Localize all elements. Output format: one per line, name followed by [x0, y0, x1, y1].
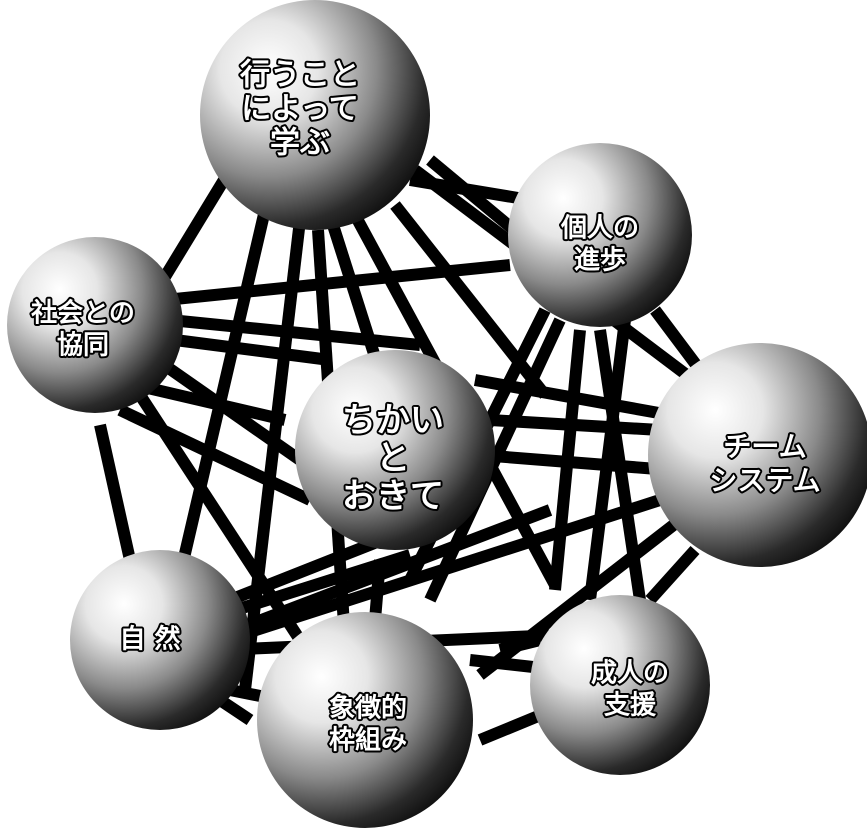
- node-label: システム: [709, 464, 820, 497]
- sphere: [295, 350, 495, 550]
- node-label: 成人の: [591, 659, 669, 689]
- node-label: によって: [241, 92, 359, 127]
- sphere: [70, 550, 250, 730]
- node-label: 社会との: [31, 298, 135, 329]
- sphere: [508, 143, 692, 327]
- sphere: [648, 343, 867, 567]
- sphere: [7, 237, 183, 413]
- node-nature: 自 然: [70, 550, 250, 730]
- connector-line: [645, 545, 700, 605]
- node-label: 自 然: [119, 624, 180, 655]
- connector-line: [94, 423, 136, 562]
- connector-line: [232, 504, 553, 636]
- sphere: [530, 595, 710, 775]
- connector-line: [223, 494, 662, 646]
- node-label: 象徴的: [329, 693, 407, 724]
- connector-line: [650, 306, 705, 374]
- node-label: ちかい: [342, 401, 444, 441]
- connector-line: [498, 634, 542, 656]
- sphere: [257, 612, 473, 828]
- node-label: 行うこと: [239, 58, 360, 93]
- node-label: 個人の: [560, 214, 639, 244]
- node-label: 支援: [604, 691, 657, 721]
- connector-line: [164, 259, 511, 306]
- connector-line: [426, 155, 524, 240]
- node-label: チーム: [723, 430, 806, 463]
- connector-line: [169, 314, 421, 351]
- connector-line: [473, 374, 672, 421]
- node-label: 枠組み: [329, 725, 407, 756]
- node-label: おきて: [342, 477, 444, 517]
- connector-line: [369, 559, 386, 621]
- connector-line: [479, 449, 671, 476]
- node-label: 進歩: [574, 246, 626, 276]
- connector-line: [133, 379, 287, 426]
- node-label: と: [376, 439, 410, 479]
- connector-line: [239, 219, 306, 691]
- sphere: [200, 0, 430, 230]
- connector-line: [154, 166, 236, 289]
- connector-line: [489, 414, 661, 436]
- node-label: 協同: [57, 331, 109, 361]
- connector-line: [174, 208, 271, 577]
- connector-line: [174, 334, 331, 366]
- connector-line: [117, 404, 313, 506]
- node-label: 学ぶ: [270, 126, 330, 161]
